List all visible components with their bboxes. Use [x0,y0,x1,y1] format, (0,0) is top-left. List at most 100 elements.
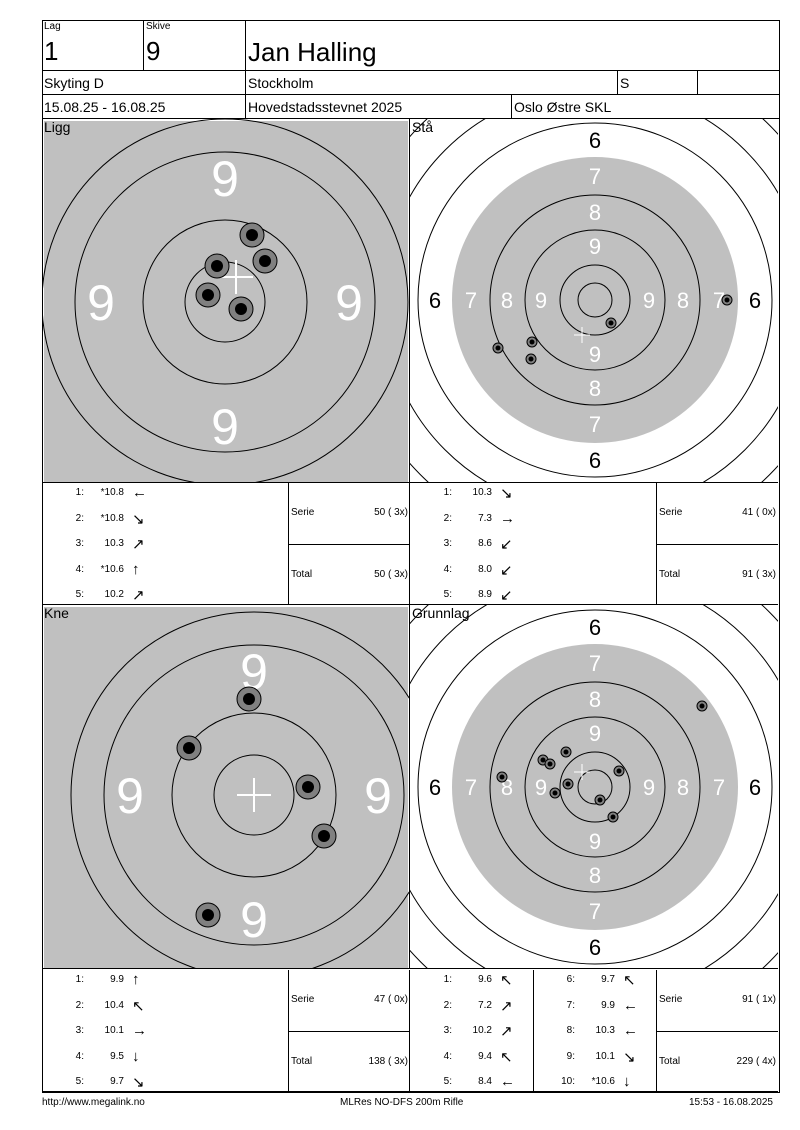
center-crosshair [219,260,253,294]
shot-number: 1: [443,974,452,985]
ring-label: 6 [589,935,601,960]
total-value: 91 ( 3x) [742,569,776,580]
ring-label: 9 [589,342,601,367]
shot-hole [195,282,221,308]
ring [524,716,666,858]
ring-label: 9 [589,234,601,259]
total-cell: Total 229 ( 4x) [657,1031,778,1092]
shot-direction-icon: ↖ [500,972,513,989]
shot-direction-icon: ↖ [132,997,145,1015]
ring [489,681,701,893]
shot-number: 9: [566,1050,575,1062]
ring-label: 6 [429,775,441,800]
ring [524,229,666,371]
ring-label: 9 [116,768,144,824]
skive-label: Skive [146,21,171,32]
shot-hole [204,253,230,279]
shot-number: 3: [443,1025,452,1036]
ring-label: 9 [211,151,239,207]
ring [42,119,409,482]
ring-label: 8 [589,863,601,888]
event: Hovedstadsstevnet 2025 [246,95,512,119]
ring-label: 8 [589,687,601,712]
shot-direction-icon: ← [623,996,638,1014]
shot-hole [605,317,617,329]
shot-direction-icon: ↖ [500,1048,513,1066]
shot-direction-icon: ↘ [500,485,513,502]
serie-value: 41 ( 0x) [742,507,776,518]
shot-hole [594,794,606,806]
shot-direction-icon: ↓ [132,1047,140,1065]
shot-hole [544,758,556,770]
ring-label: 8 [677,288,689,313]
ring [559,264,631,336]
shot-direction-icon: ← [132,484,147,501]
shot-direction-icon: ↙ [500,561,513,579]
shot-value: 9.7 [601,974,615,985]
shot-hole [721,294,733,306]
ring [489,194,701,406]
footer-program: MLRes NO-DFS 200m Rifle [340,1097,464,1108]
serie-label: Serie [659,994,683,1005]
ring-label: 6 [589,448,601,473]
lag-cell: Lag 1 [42,20,144,71]
shot-direction-icon: ↑ [132,560,140,578]
center-crosshair [237,778,271,812]
shot-direction-icon: ↘ [132,1074,145,1091]
shot-hole [549,787,561,799]
shot-hole [252,248,278,274]
total-label: Total [291,569,313,580]
shot-number: 1: [75,974,84,985]
footer-time: 15:53 - 16.08.2025 [689,1097,773,1108]
shot-direction-icon: ↑ [132,971,140,988]
serie-value: 50 ( 3x) [374,507,408,518]
skive-value: 9 [146,36,161,66]
shot-value: *10.8 [100,512,124,524]
ring-label: 7 [589,412,601,437]
ring-label: 9 [535,775,547,800]
total-label: Total [659,1056,681,1067]
shot-value: 8.9 [478,589,492,600]
shot-value: 9.9 [110,974,124,985]
ring-label: 7 [589,164,601,189]
serie-label: Serie [291,994,315,1005]
shot-value: 10.1 [104,1025,124,1036]
total-value: 229 ( 4x) [736,1056,776,1067]
divider [533,970,534,1092]
ring-label: 9 [589,721,601,746]
class: Skyting D [42,71,246,95]
total-label: Total [659,569,681,580]
shot-number: 6: [566,974,575,985]
total-label: Total [291,1056,313,1067]
ring [213,754,295,836]
shot-value: 10.3 [472,487,492,498]
shot-number: 2: [75,999,84,1011]
black-area [452,644,738,930]
shot-hole [607,811,619,823]
ring-label: 7 [465,775,477,800]
ring-label: 9 [589,829,601,854]
footer-url[interactable]: http://www.megalink.no [42,1097,145,1108]
sheet-frame [42,20,780,1093]
ring [171,712,337,878]
shot-number: 2: [443,999,452,1011]
shot-hole [228,296,254,322]
shot-hole [696,700,708,712]
ring-label: 8 [589,200,601,225]
black-area [452,157,738,443]
category: S [618,71,698,95]
ring-label: 9 [87,275,115,331]
shot-hole [176,735,202,761]
shot-value: 7.2 [478,999,492,1011]
shot-value: *10.6 [100,563,124,575]
ring-label: 7 [589,651,601,676]
